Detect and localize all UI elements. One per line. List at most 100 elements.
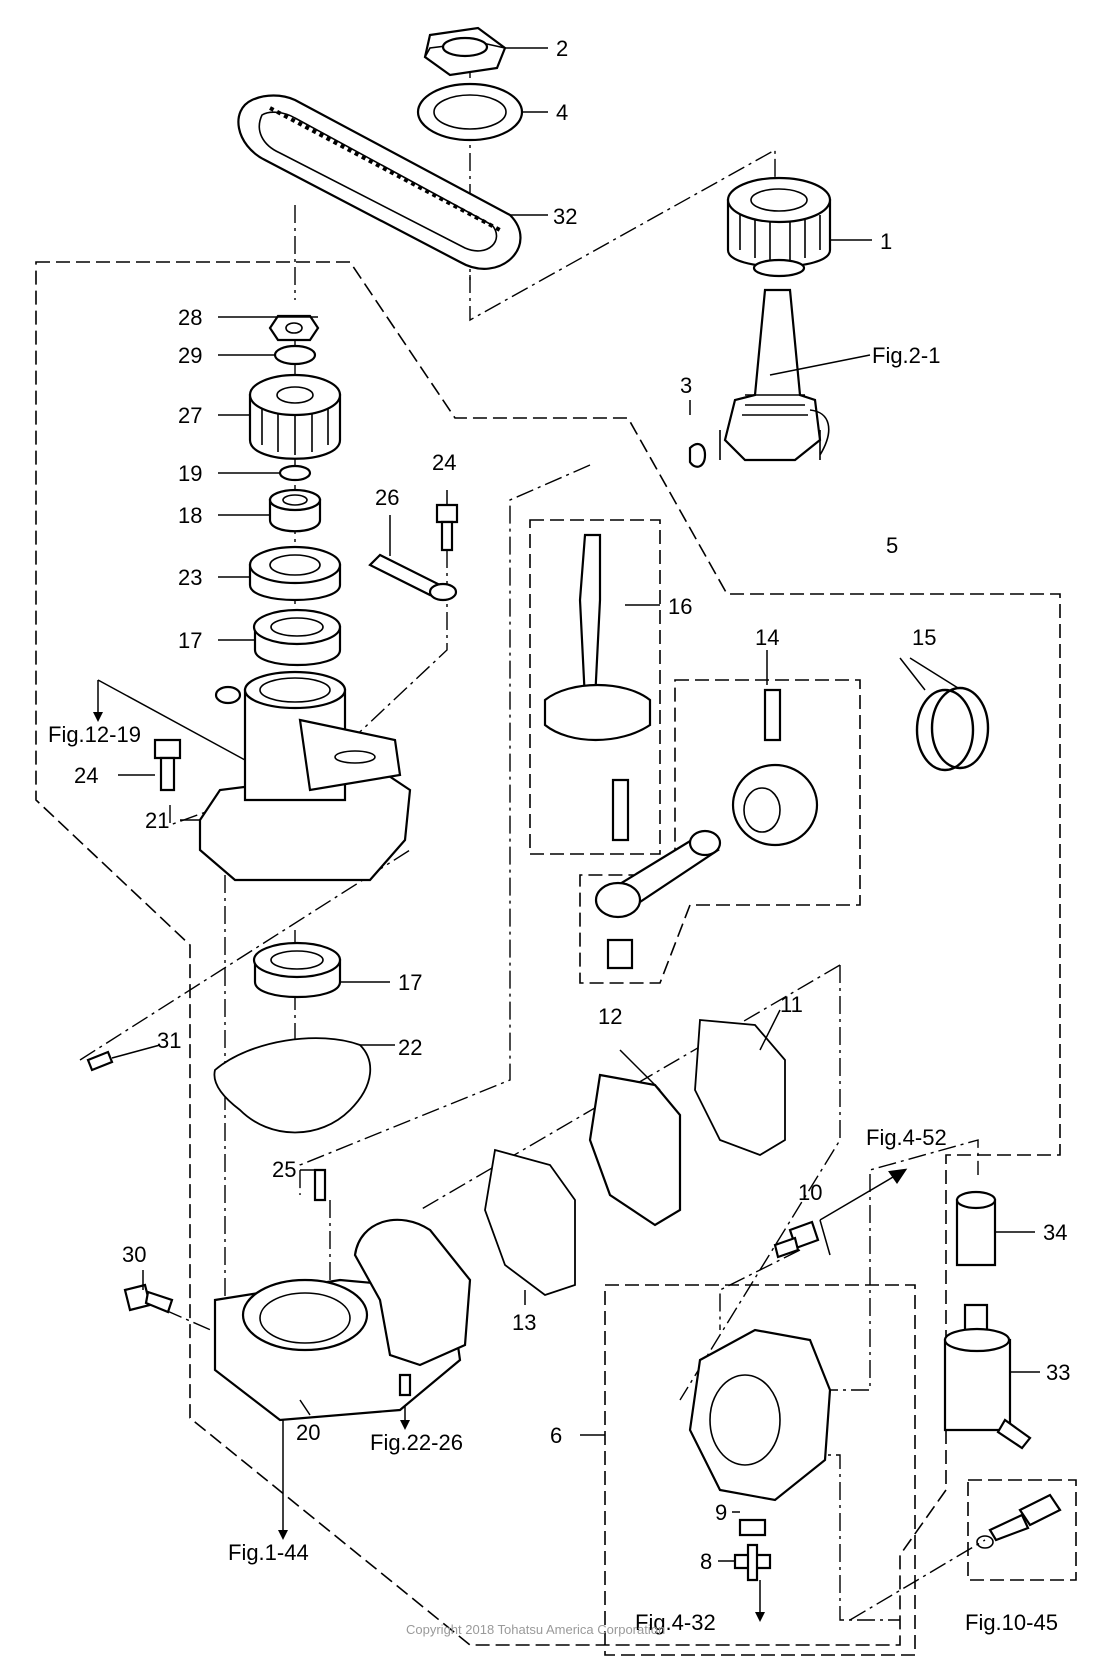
cover-block-line [679,965,841,1401]
crankshaft-top [719,288,830,462]
fig-ref-4-52: Fig.4-52 [866,1125,947,1150]
housing-part-21 [198,670,412,882]
fig12-leader [97,679,246,761]
label-24-upper: 24 [432,450,456,475]
label-31: 31 [157,1028,181,1053]
pin-part-31 [86,1050,114,1072]
label-19: 19 [178,461,202,486]
collar-part-18 [268,488,322,533]
fig-ref-22-26: Fig.22-26 [370,1430,463,1455]
hex-nut-part-2 [423,26,507,77]
label-2: 2 [556,36,568,61]
ground-strap-part-26 [368,553,458,602]
bolt-part-10 [773,1220,820,1259]
connecting-rod [594,829,722,970]
pump-body-part-6 [688,1328,832,1582]
fig4-52-line [819,1169,906,1221]
label-4: 4 [556,100,568,125]
piston [731,763,819,847]
assembly-5-boundary [35,261,1061,1646]
label-14: 14 [755,625,779,650]
bolt-part-24-lower [153,738,182,792]
label-30: 30 [122,1242,146,1267]
label-24-lower: 24 [74,763,98,788]
washer-part-29 [273,344,317,366]
label-3: 3 [680,373,692,398]
gasket-part-13 [484,1148,576,1297]
copyright-notice: Copyright 2018 Tohatsu America Corporati… [406,1622,665,1637]
label-18: 18 [178,503,202,528]
assembly-14-boundary [579,679,861,984]
label-10: 10 [798,1180,822,1205]
pin31-line [79,849,411,1061]
fig4-52-arrow [888,1168,908,1184]
washer-part-19 [278,464,312,482]
plate-part-12 [588,1073,682,1227]
sleeve-part-34 [955,1190,997,1267]
label-15: 15 [912,625,936,650]
label-17-lower: 17 [398,970,422,995]
block-side-line [805,1454,900,1621]
gasket-part-11 [694,1019,786,1156]
label-20: 20 [296,1420,320,1445]
crank-assembly-part-16 [543,533,652,842]
label-28: 28 [178,305,202,330]
fig-ref-4-32: Fig.4-32 [635,1610,716,1635]
label-22: 22 [398,1035,422,1060]
label-1: 1 [880,229,892,254]
label-11: 11 [780,992,803,1017]
drive-pulley-part-1 [726,176,832,278]
label-5: 5 [886,533,898,558]
sensor-fitting [976,1493,1062,1549]
label-leaders [111,47,1040,1562]
bolt24b-axis [169,804,226,826]
part-labels: 2 4 32 1 3 28 29 27 19 18 23 17 24 26 16… [74,36,1070,1574]
bolt10-line [719,1249,801,1330]
label-13: 13 [512,1310,536,1335]
fig-ref-1-44: Fig.1-44 [228,1540,309,1565]
label-21: 21 [145,808,169,833]
figure-references: Fig.2-1 Fig.12-19 Fig.22-26 Fig.1-44 Fig… [48,343,1058,1635]
assembly-16-boundary [529,519,661,855]
label-26: 26 [375,485,399,510]
fig-ref-12-19: Fig.12-19 [48,722,141,747]
label-9: 9 [715,1500,727,1525]
timing-belt-part-32 [237,94,522,270]
label-23: 23 [178,565,202,590]
gasket-part-22 [213,1037,372,1134]
sensor-line [849,1539,986,1621]
label-34: 34 [1043,1220,1067,1245]
oil-seal-part-23 [248,545,342,602]
label-25: 25 [272,1157,296,1182]
label-6: 6 [550,1423,562,1448]
label-8: 8 [700,1549,712,1574]
lower-case-part-20 [213,1218,472,1422]
bolt-part-24-upper [435,503,459,552]
sensor-boundary [967,1479,1077,1581]
crank-shaft-line [299,464,591,1195]
bearing-part-17-lower [252,941,342,999]
label-27: 27 [178,403,202,428]
piston-rings-part-15 [915,686,990,772]
gasket-plate-line [419,964,841,1211]
sprocket-part-27 [248,373,342,460]
label-17-upper: 17 [178,628,202,653]
fig-ref-10-45: Fig.10-45 [965,1610,1058,1635]
block-right-line [820,1139,979,1391]
key-part-3 [688,442,707,468]
piston-pin-part-14 [763,688,782,742]
pin-part-25 [313,1168,327,1202]
bolt-part-30 [123,1283,174,1314]
label-29: 29 [178,343,202,368]
fig-ref-2-1: Fig.2-1 [872,343,940,368]
label-16: 16 [668,594,692,619]
washer-plate-part-4 [416,82,524,142]
label-33: 33 [1046,1360,1070,1385]
label-32: 32 [553,204,577,229]
bearing-part-17-upper [252,608,342,667]
nut-part-28 [268,314,320,342]
filter-part-33 [943,1303,1032,1450]
label-12: 12 [598,1004,622,1029]
belt-to-pulley-line [469,148,776,322]
